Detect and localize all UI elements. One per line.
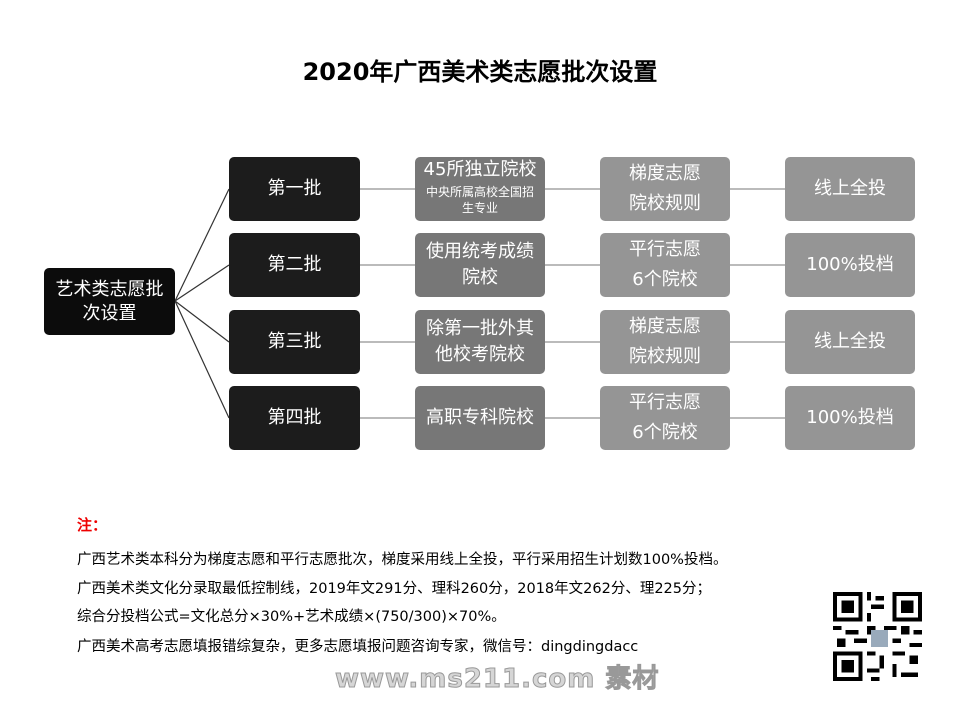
- rule-line-1: 梯度志愿: [629, 316, 701, 337]
- rule-line-1: 梯度志愿: [629, 163, 701, 184]
- school-label: 45所独立院校: [423, 159, 537, 180]
- mode-node: 线上全投: [785, 310, 915, 374]
- school-node: 45所独立院校 中央所属高校全国招生专业: [415, 157, 545, 221]
- rule-line-2: 6个院校: [632, 269, 698, 290]
- batch-node: 第三批: [229, 310, 360, 374]
- notes-heading: 注：: [77, 516, 108, 534]
- school-node: 高职专科院校: [415, 386, 545, 450]
- note-line: 广西艺术类本科分为梯度志愿和平行志愿批次，梯度采用线上全投，平行采用招生计划数1…: [77, 552, 728, 568]
- rule-node: 平行志愿 6个院校: [600, 386, 730, 450]
- root-label-2: 次设置: [82, 302, 137, 324]
- note-line: 综合分投档公式=文化总分×30%+艺术成绩×(750/300)×70%。: [77, 609, 506, 625]
- note-line: 广西美术高考志愿填报错综复杂，更多志愿填报问题咨询专家，微信号：dingding…: [77, 639, 639, 655]
- school-sub-label: 中央所属高校全国招生专业: [425, 185, 534, 215]
- mode-node: 100%投档: [785, 386, 915, 450]
- mode-node: 100%投档: [785, 233, 915, 297]
- note-line: 广西美术类文化分录取最低控制线，2019年文291分、理科260分，2018年文…: [77, 581, 712, 597]
- root-node: 艺术类志愿批 次设置: [44, 268, 175, 335]
- rule-node: 平行志愿 6个院校: [600, 233, 730, 297]
- rule-line-2: 院校规则: [629, 346, 701, 367]
- watermark: www.ms211.com 素材: [334, 664, 660, 695]
- rule-line-2: 6个院校: [632, 422, 698, 443]
- rule-line-1: 平行志愿: [629, 239, 701, 260]
- rule-node: 梯度志愿院校规则: [600, 310, 730, 374]
- school-node: 除第一批外其他校考院校: [415, 310, 545, 374]
- batch-node: 第一批: [229, 157, 360, 221]
- rule-line-2: 院校规则: [629, 193, 701, 214]
- rule-node: 梯度志愿院校规则: [600, 157, 730, 221]
- rule-line-1: 平行志愿: [629, 392, 701, 413]
- batch-node: 第二批: [229, 233, 360, 297]
- school-node: 使用统考成绩院校: [415, 233, 545, 297]
- page-title: 2020年广西美术类志愿批次设置: [302, 58, 658, 86]
- batch-node: 第四批: [229, 386, 360, 450]
- mode-node: 线上全投: [785, 157, 915, 221]
- root-label-1: 艺术类志愿批: [55, 278, 164, 300]
- qr-code-icon: [833, 592, 922, 681]
